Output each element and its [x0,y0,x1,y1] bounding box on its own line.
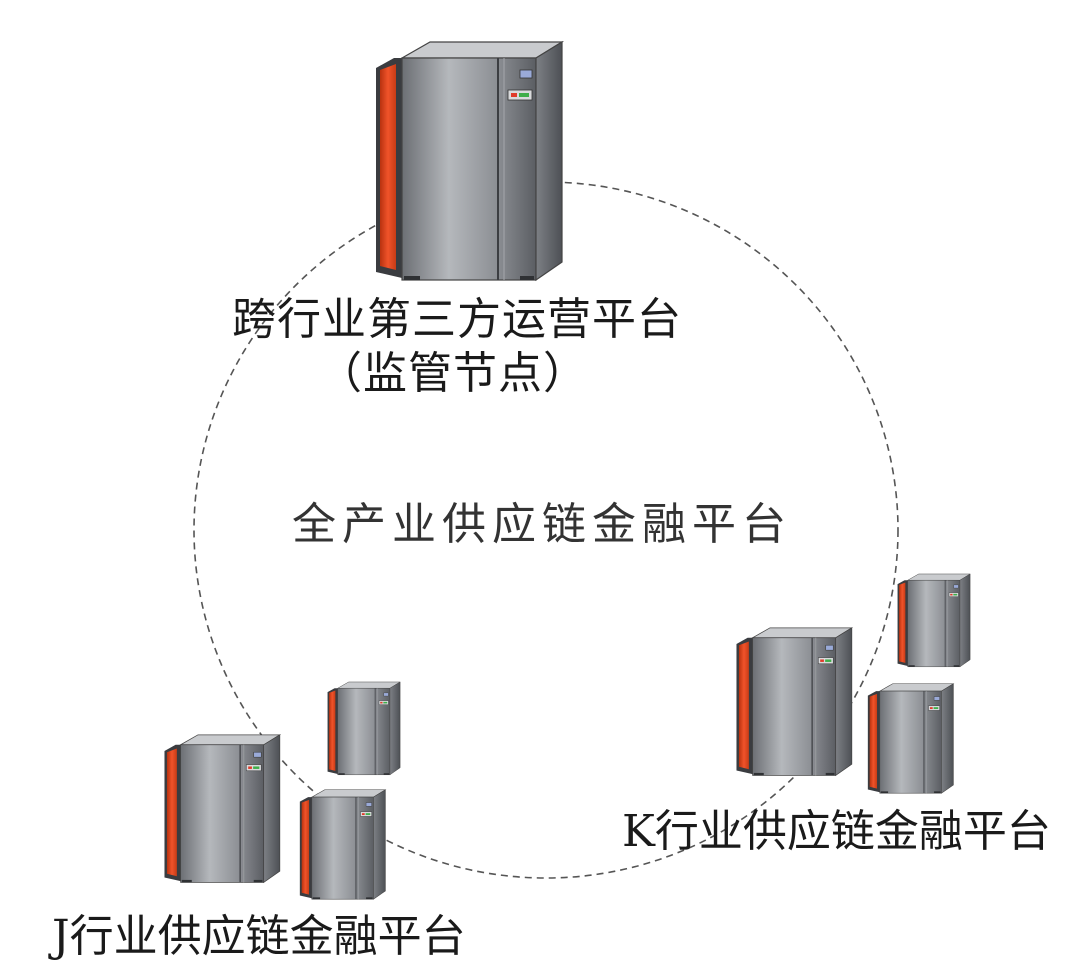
supervisor-node-label: 跨行业第三方运营平台 [232,294,682,345]
k-server-icon [897,573,971,668]
j-server-icon [299,789,386,900]
supervisor-server-icon [374,40,564,282]
k-server-icon [867,683,954,794]
j-server-icon [163,734,281,884]
k-server-icon [735,627,853,777]
k-platform-label: K行业供应链金融平台 [622,806,1051,857]
j-platform-label: J行业供应链金融平台 [52,911,466,962]
j-server-icon [327,681,401,776]
center-label: 全产业供应链金融平台 [292,499,792,550]
supervisor-node-sublabel: （监管节点） [318,348,588,399]
